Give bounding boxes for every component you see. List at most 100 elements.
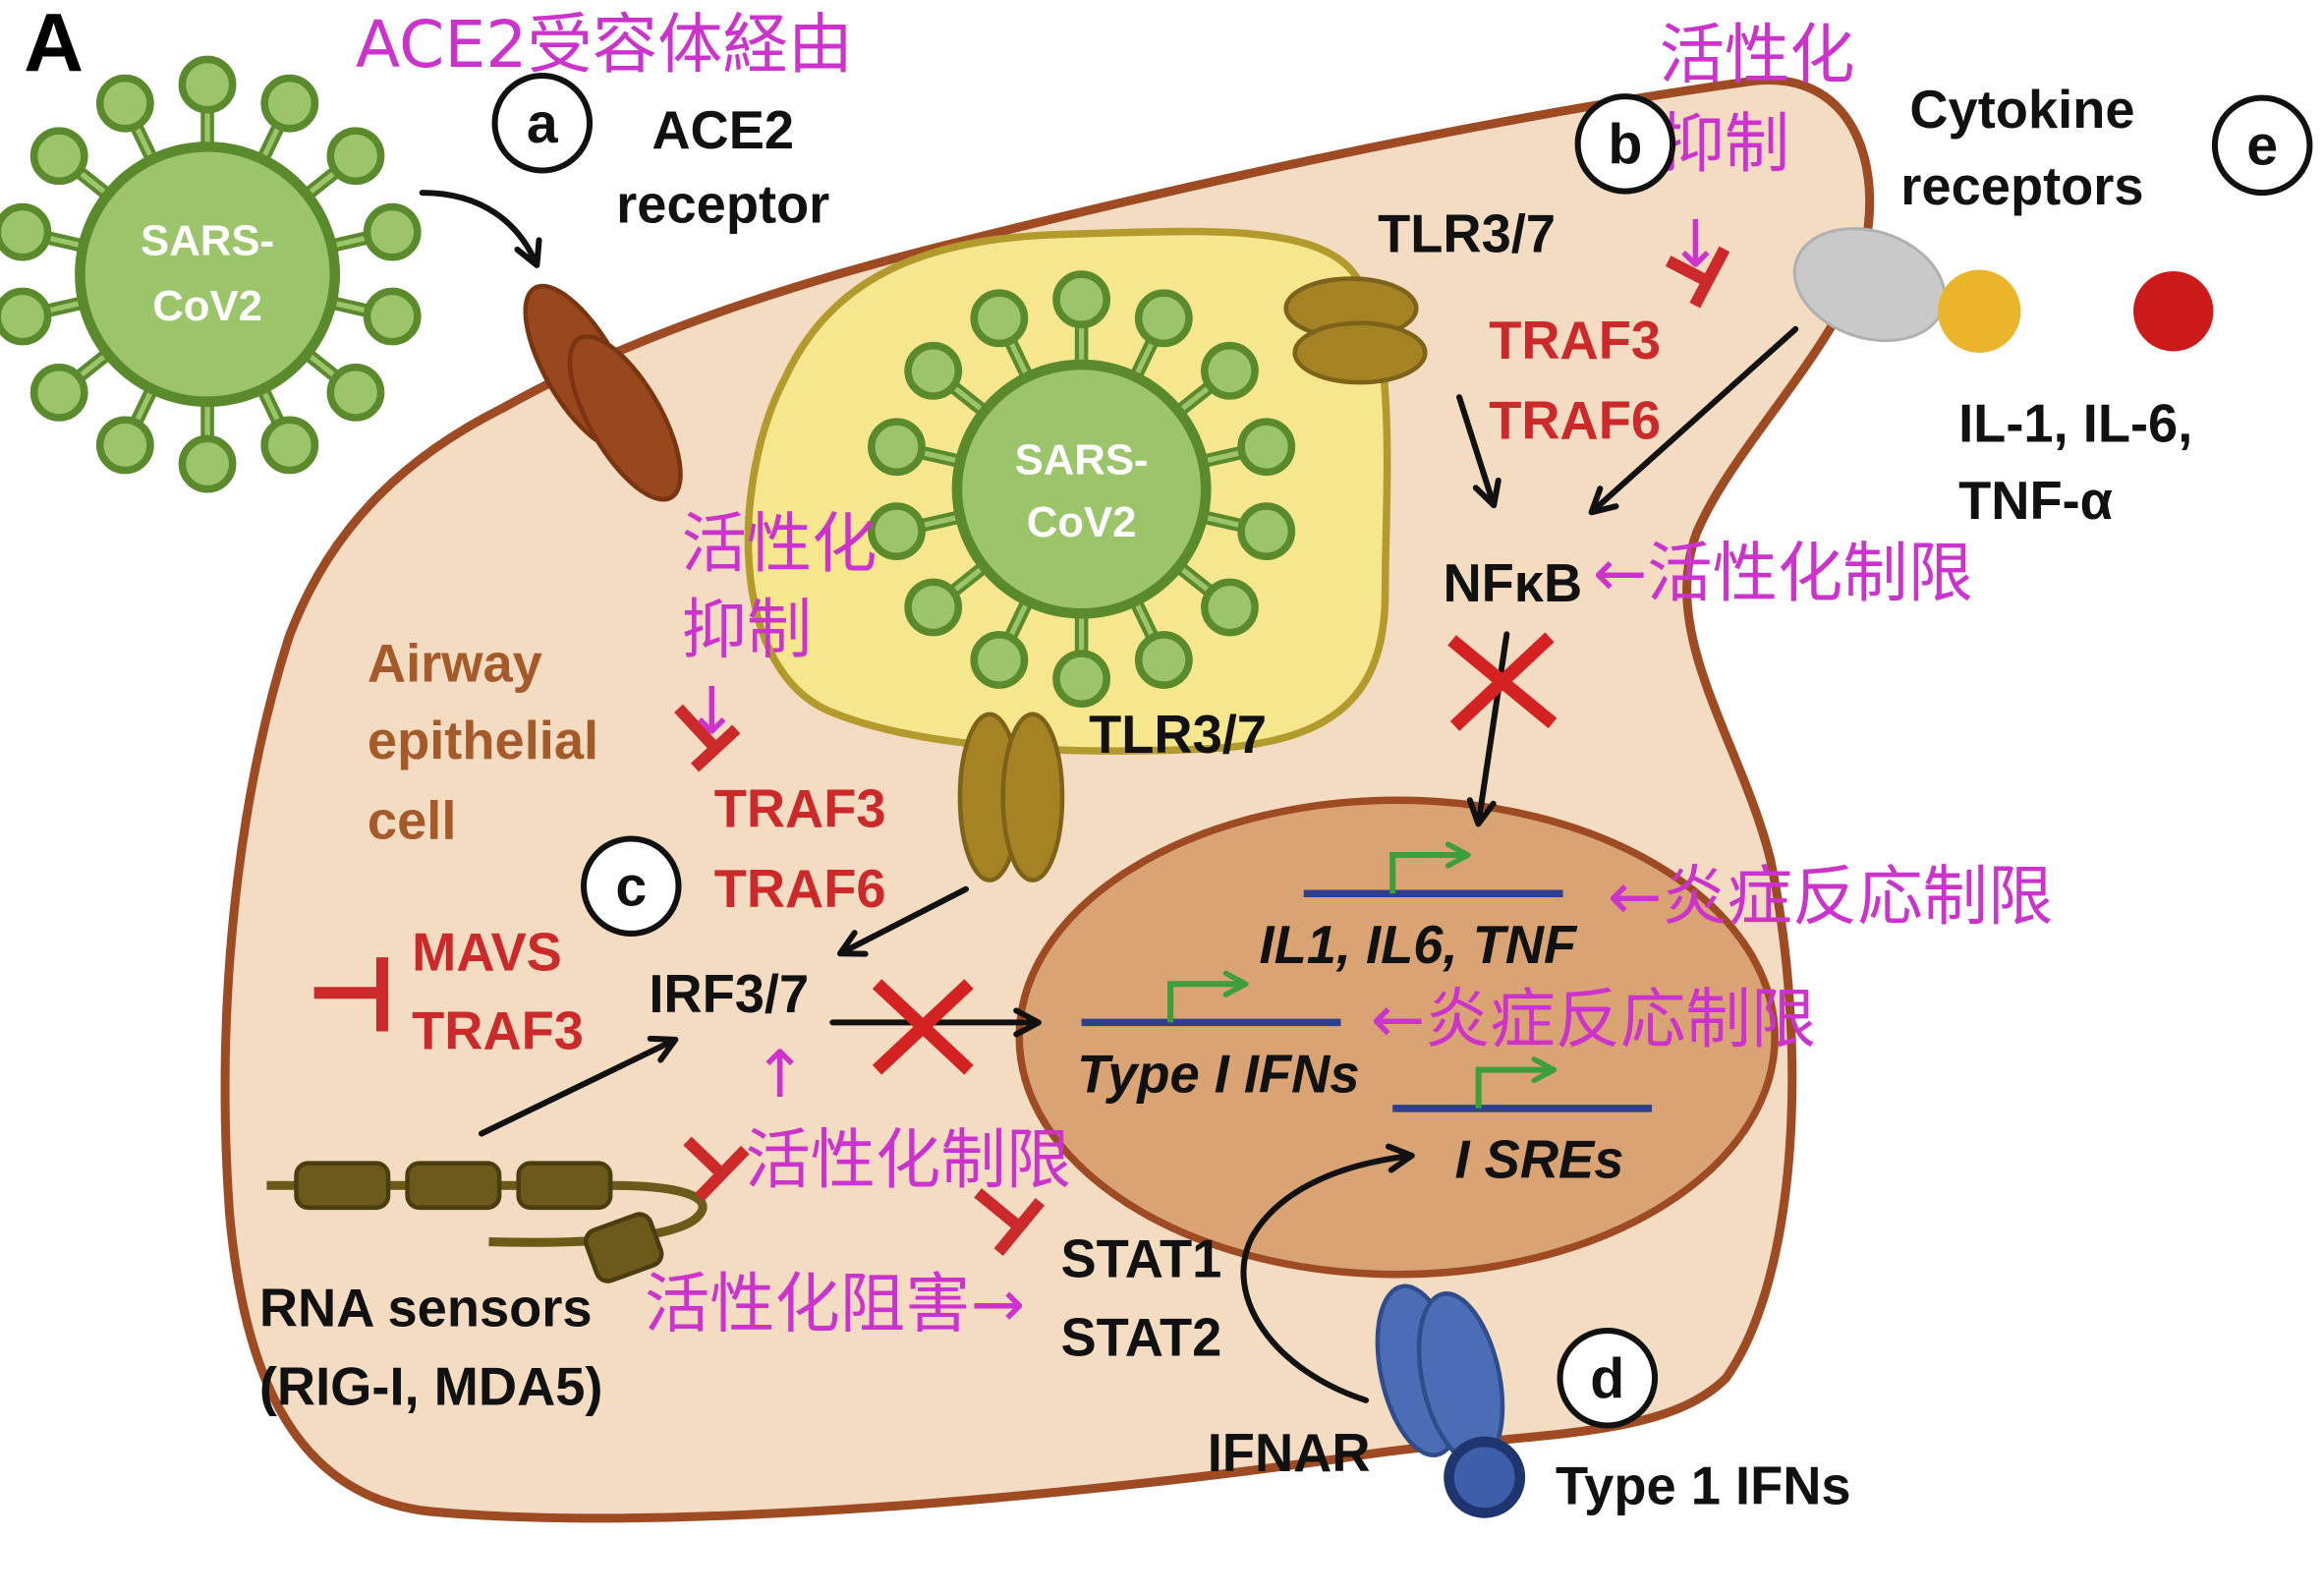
inhibitor-bar [993,1198,1046,1256]
nucleus [1015,796,1779,1279]
nfkb-label: NFκB [1443,553,1582,613]
cytokine-receptor-shape [1792,227,2214,353]
cytokines-label-line1: IL-1, IL-6, [1958,393,2192,453]
virus-spike-tip [260,74,319,133]
inhibitor-traf-top [1665,246,1730,309]
arrow-virus-to-ace2 [419,190,542,268]
virus-spike-tip [0,202,52,261]
marker-circle [491,73,594,174]
tlr-subunit [1292,320,1428,385]
tlr-top-shape [1283,276,1428,385]
inhibitor-bar [1689,246,1730,309]
stat2-label: STAT2 [1060,1308,1221,1368]
inhibitor-mavs [313,957,389,1032]
genes-isre-label: I SREs [1455,1130,1624,1190]
cytokine-receptors-label-line1: Cytokine [1909,80,2134,140]
cell-label-line2: epithelial [368,711,598,770]
block-x-nfkb [1447,632,1558,731]
type1-ifn-ligand [1444,1436,1526,1518]
traf3-mavs-label: TRAF3 [412,1001,584,1061]
traf3-top-label: TRAF3 [1489,311,1661,370]
annotation-ace2-route: ACE2受容体経由 [356,6,853,83]
marker-circle [581,835,682,937]
virus-spike-tip [1134,289,1193,348]
annotation-mid-activation-line2: 抑制 [682,591,813,667]
virus-spike-tip [326,363,385,422]
rna-sensor-strand [266,1180,708,1247]
virus-spike-tip [95,74,154,133]
ace2-label-line1: ACE2 [652,100,794,160]
virus-spike-tip [178,434,237,493]
cytokine-bound-ligand [1938,269,2021,353]
virus-spike [178,392,237,493]
block-x-stroke [1449,632,1555,731]
traf3-bottom-label: TRAF3 [714,778,886,838]
virus-spike [296,127,385,206]
virus-spike-tip [904,578,963,637]
sars-cov2-virus-inside: SARS- CoV2 [868,270,1296,709]
inhibitor-stem [974,1188,1024,1232]
genes-inflammatory-label: IL1, IL6, TNF [1260,915,1578,975]
virus-spike-tip [1201,578,1259,637]
traf6-top-label: TRAF6 [1489,390,1661,450]
annotation-mid-activation-line1: 活性化 [682,505,878,582]
virus-spike-tip [178,55,237,114]
promoter-arrow [1167,970,1249,1023]
virus-outside-spikes [0,55,422,493]
tlr-bottom-shape [957,712,1065,883]
rna-sensors-label-line1: RNA sensors [259,1278,593,1338]
cytokines-label-line2: TNF-α [1958,471,2113,531]
sars-cov2-virus-outside: SARS- CoV2 [0,55,422,493]
virus-spike-tip [1134,631,1193,689]
virus-inside-label-line1: SARS- [1015,436,1149,484]
marker-letter: c [615,855,647,918]
irf-label: IRF3/7 [649,964,809,1024]
virus-spike [296,342,385,422]
cell-label-line3: cell [368,790,457,850]
marker-circle [1574,93,1676,195]
annotation-inflammation-limit-1: ←炎症反応制限 [1608,858,2054,935]
marker-circle [1557,1327,1659,1429]
virus-spike-tip [95,416,154,475]
cytokine-receptors-label-line2: receptors [1900,156,2143,216]
virus-spike-tip [29,127,88,186]
ace2-receptor-shape [523,283,683,502]
traf6-bottom-label: TRAF6 [714,859,886,919]
virus-spike [868,502,968,560]
virus-spike-tip [363,287,422,346]
arrow-rna-sensors-to-irf [478,1035,679,1137]
arrow-cytokine-receptor-to-nfkb [1588,325,1799,516]
marker-a: a [491,73,594,174]
marker-letter: b [1608,113,1642,176]
annotation-top-arrow: ↓ [1669,206,1724,283]
arrow-traf-to-nfkb [1456,394,1501,509]
inhibitor-traf-bottom [674,704,741,772]
virus-spike-tip [1237,502,1296,560]
virus-spike [178,55,237,156]
marker-letter: a [527,92,559,155]
virus-spike-tip [326,127,385,186]
virus-spike-tip [868,418,926,477]
virus-inside-body [951,359,1212,619]
inhibitor-bar [690,724,741,772]
stat1-label: STAT1 [1060,1229,1221,1289]
marker-circle [2211,94,2313,197]
rna-sensors-shape [266,1161,708,1283]
annotation-mid-arrow: ↓ [685,672,740,749]
gene-inflammatory [1303,841,1563,898]
virus-spike-tip [868,502,926,560]
virus-spike [29,342,120,422]
virus-spike-tip [970,289,1029,348]
virus-spike [253,377,319,475]
virus-spike-tip [904,341,963,400]
virus-spike [253,74,319,171]
annotation-stat-inhibition: 活性化阻害→ [645,1265,1025,1341]
promoter-arrow [1475,1056,1558,1109]
inhibitor-stem [674,704,720,753]
rna-sensor-domain [405,1161,502,1211]
marker-letter: d [1590,1347,1624,1410]
ace2-subunit [567,334,683,502]
rna-sensor-domain [516,1161,613,1211]
cytokine-free-ligand [2133,271,2214,352]
